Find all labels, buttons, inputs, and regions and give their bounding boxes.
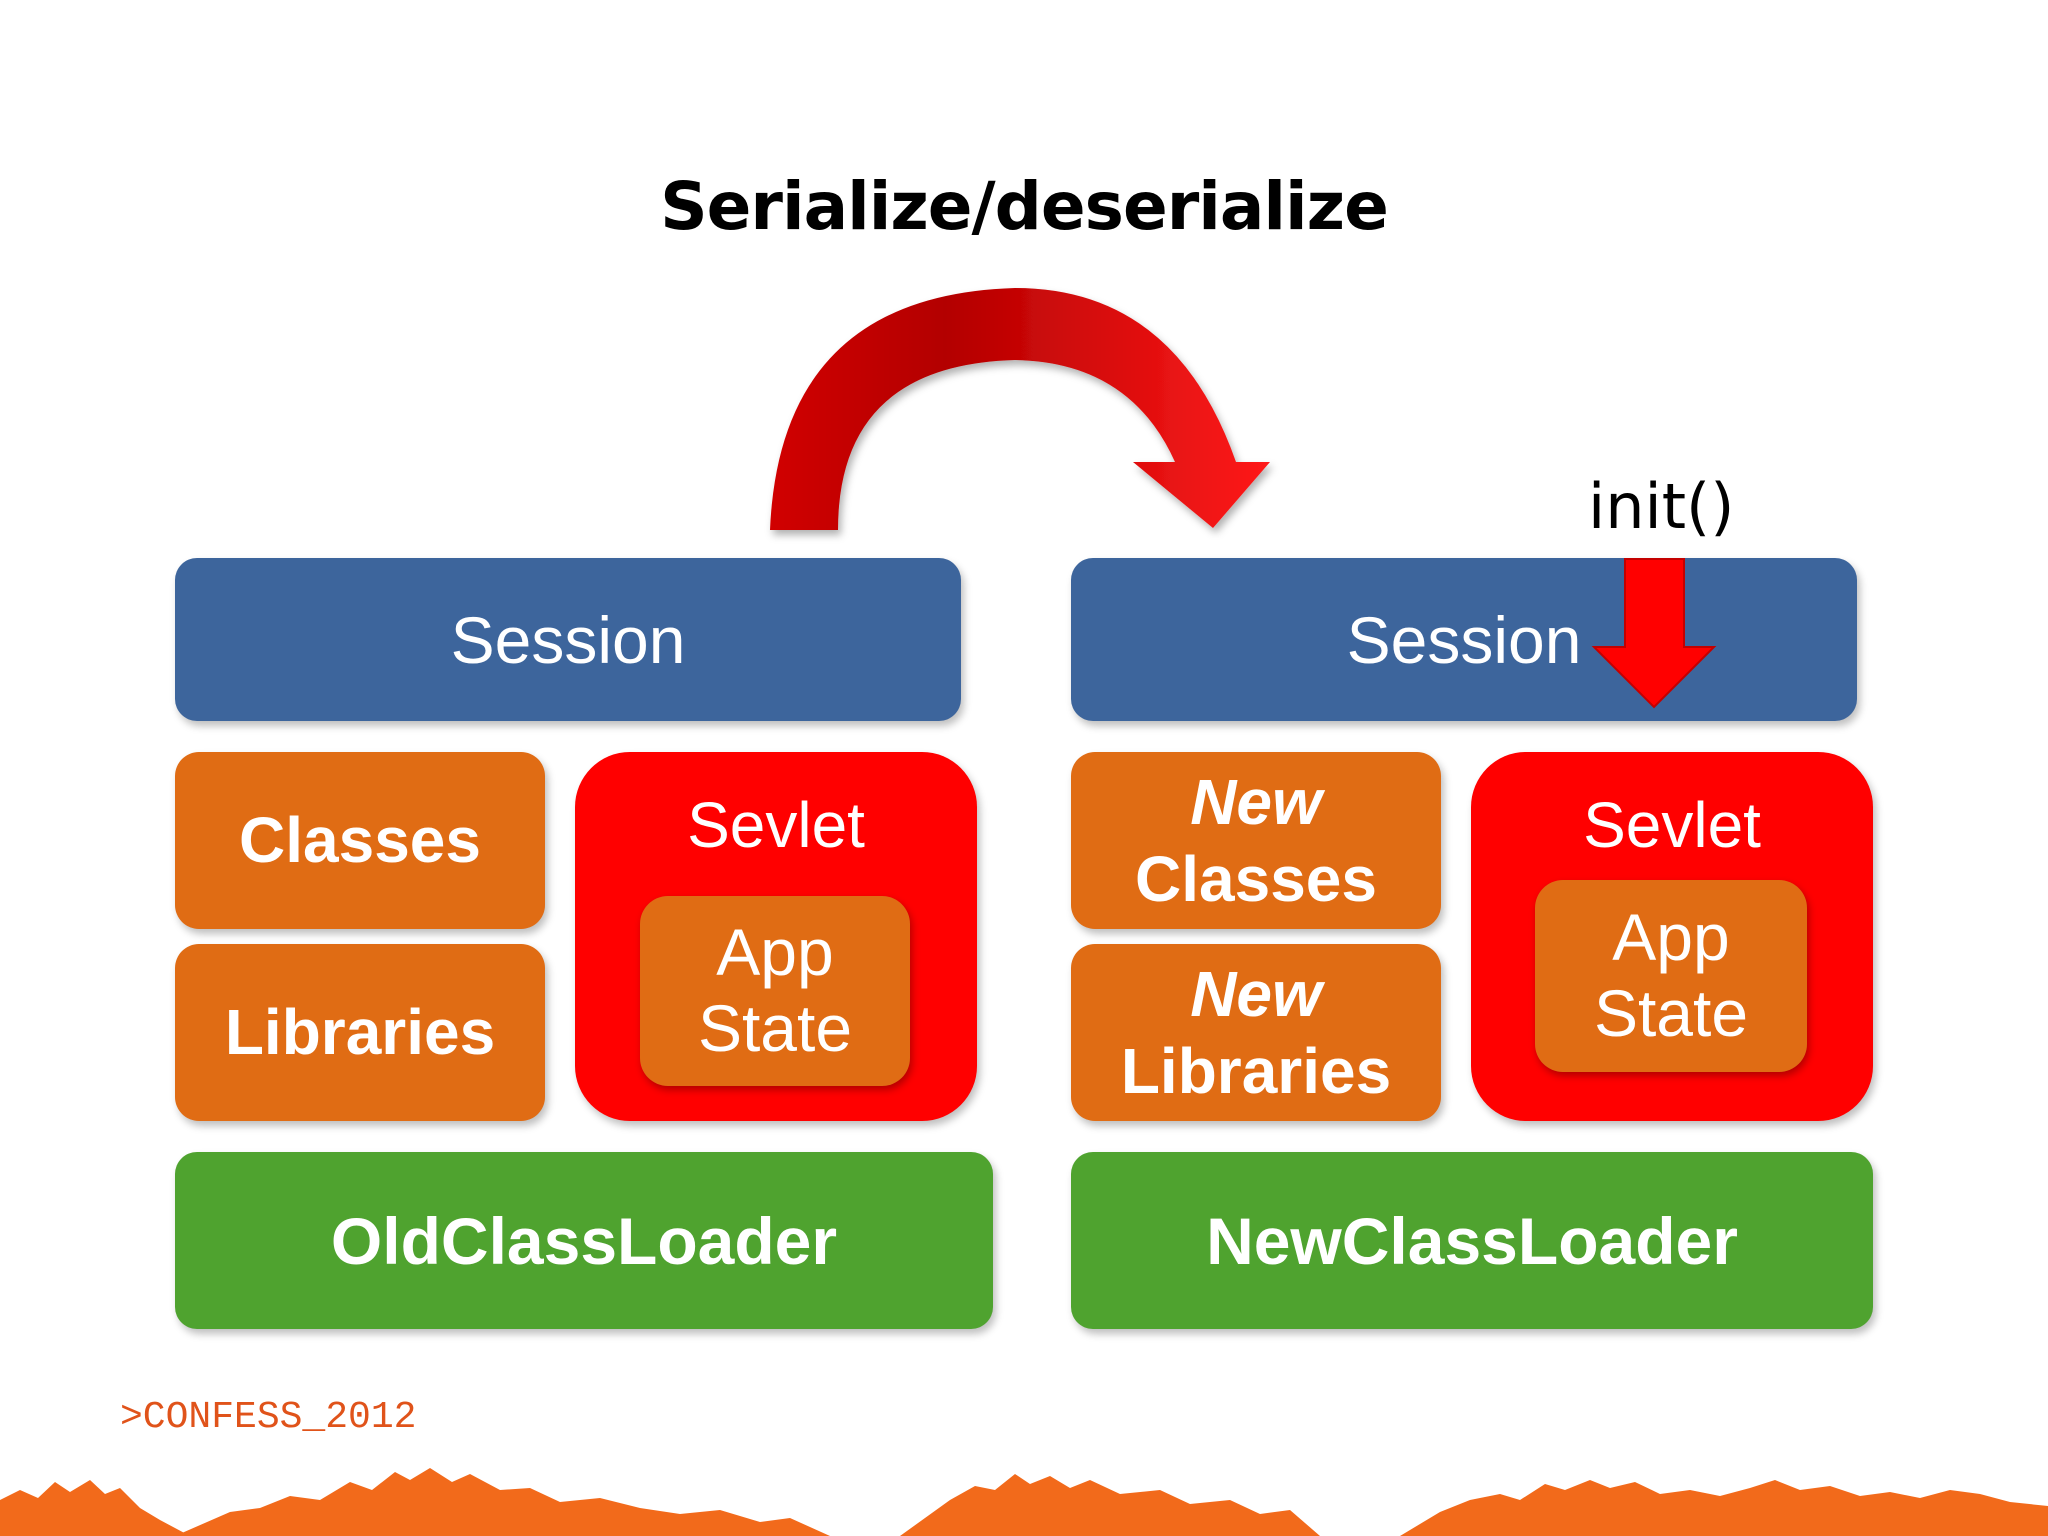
- left-app-state-line2: State: [697, 991, 853, 1065]
- init-label: init(): [1588, 470, 1735, 543]
- left-classes-block: Classes: [175, 752, 545, 929]
- right-app-state-line2: State: [1593, 976, 1749, 1050]
- right-new-libraries-block: New Libraries: [1071, 944, 1441, 1121]
- left-session-label: Session: [450, 602, 686, 677]
- left-app-state-block: App State: [640, 896, 910, 1086]
- right-servlet-label: Sevlet: [1583, 789, 1761, 861]
- left-app-state-line1: App: [716, 915, 834, 990]
- left-session-block: Session: [175, 558, 961, 721]
- mountain-range-graphic: [0, 1468, 2048, 1536]
- init-down-arrow: [1591, 558, 1717, 709]
- left-servlet-label: Sevlet: [687, 789, 865, 861]
- old-classloader-label: OldClassLoader: [330, 1203, 838, 1278]
- right-app-state-line1: App: [1612, 900, 1730, 975]
- old-classloader-block: OldClassLoader: [175, 1152, 993, 1329]
- diagram-title: Serialize/deserialize: [660, 168, 1389, 245]
- left-libraries-block: Libraries: [175, 944, 545, 1121]
- right-session-label: Session: [1346, 602, 1582, 677]
- right-app-state-block: App State: [1535, 880, 1807, 1072]
- right-new-classes-block: New Classes: [1071, 752, 1441, 929]
- right-session-block: Session: [1071, 558, 1857, 721]
- left-libraries-label: Libraries: [224, 996, 496, 1069]
- curved-arrow-shape: [770, 288, 1270, 530]
- new-classloader-block: NewClassLoader: [1071, 1152, 1873, 1329]
- footer-logo-text: >CONFESS_2012: [120, 1396, 417, 1439]
- new-classloader-label: NewClassLoader: [1206, 1203, 1738, 1278]
- left-classes-label: Classes: [239, 804, 481, 877]
- right-classes-new-label: New: [1190, 765, 1322, 838]
- right-libraries-new-label: New: [1190, 957, 1322, 1030]
- right-libraries-label: Libraries: [1120, 1034, 1392, 1107]
- right-classes-label: Classes: [1135, 842, 1377, 915]
